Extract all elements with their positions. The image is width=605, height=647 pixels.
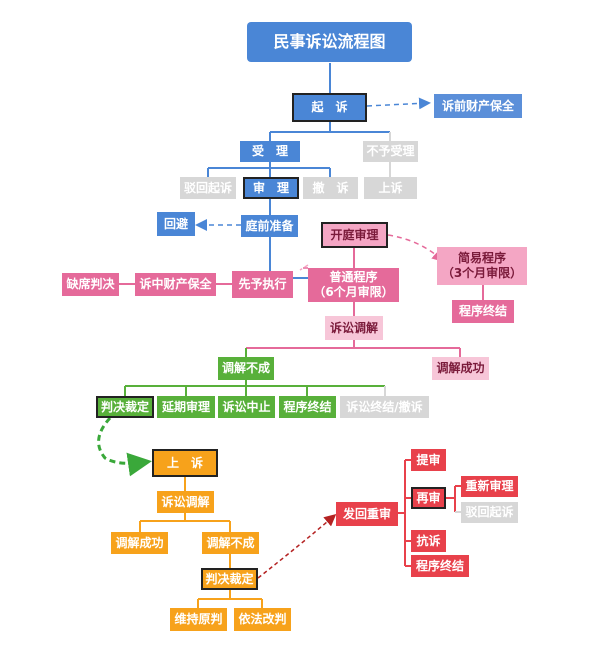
node-yanqi-shenli: 延期审理 — [157, 396, 215, 418]
node-bohui-qisu-2: 驳回起诉 — [461, 502, 518, 523]
node-chengxu-zhongjie-1: 程序终结 — [452, 300, 514, 323]
node-shangsu-2: 上 诉 — [152, 449, 218, 477]
node-bohui-qisu-1: 驳回起诉 — [180, 177, 236, 199]
node-chongxin-shenli: 重新审理 — [461, 476, 518, 497]
node-suqian-baoquan: 诉前财产保全 — [434, 94, 522, 118]
node-shangsu-1: 上诉 — [364, 177, 417, 199]
node-shenli: 审 理 — [243, 177, 299, 199]
node-putong-chengxu: 普通程序 （6个月审限） — [308, 268, 399, 302]
node-yifa-gaipan: 依法改判 — [234, 608, 291, 631]
node-susong-zhongjie-chesu: 诉讼终结/撤诉 — [340, 396, 429, 418]
page-title: 民事诉讼流程图 — [247, 22, 412, 62]
node-tishen: 提审 — [411, 449, 446, 471]
node-susong-zhongzhi: 诉讼中止 — [218, 396, 275, 418]
node-suzhong-baoquan: 诉中财产保全 — [135, 273, 216, 296]
node-zaishen: 再审 — [411, 487, 446, 509]
node-tiaojie-bucheng-2: 调解不成 — [202, 532, 259, 554]
node-panjue-caiding-2: 判决裁定 — [201, 568, 258, 590]
node-tiaojie-chenggong-2: 调解成功 — [111, 532, 168, 554]
node-tiaojie-bucheng-1: 调解不成 — [218, 357, 274, 380]
node-shouli: 受 理 — [240, 141, 300, 162]
node-fahui-chongshen: 发回重审 — [336, 502, 398, 526]
node-weichi-yuanpan: 维持原判 — [170, 608, 227, 631]
node-xianyu-zhixing: 先予执行 — [232, 271, 293, 298]
node-tingqian-zhunbei: 庭前准备 — [241, 215, 298, 237]
node-chengxu-zhongjie-3: 程序终结 — [411, 555, 469, 577]
node-susong-tiaojie-1: 诉讼调解 — [325, 316, 383, 340]
node-chengxu-zhongjie-2: 程序终结 — [279, 396, 336, 418]
node-panjue-caiding-1: 判决裁定 — [96, 396, 154, 418]
node-kaiting-shenli: 开庭审理 — [321, 222, 388, 248]
node-buyu-shouli: 不予受理 — [363, 141, 418, 162]
node-qisu: 起 诉 — [292, 93, 367, 122]
node-huibi: 回避 — [157, 212, 195, 236]
node-jianyi-chengxu: 简易程序 （3个月审限） — [437, 247, 527, 285]
node-kangsu: 抗诉 — [411, 530, 446, 552]
node-tiaojie-chenggong-1: 调解成功 — [432, 357, 489, 380]
node-susong-tiaojie-2: 诉讼调解 — [157, 491, 214, 513]
node-chesu: 撤 诉 — [303, 177, 358, 199]
node-quexi-panjue: 缺席判决 — [62, 273, 119, 296]
